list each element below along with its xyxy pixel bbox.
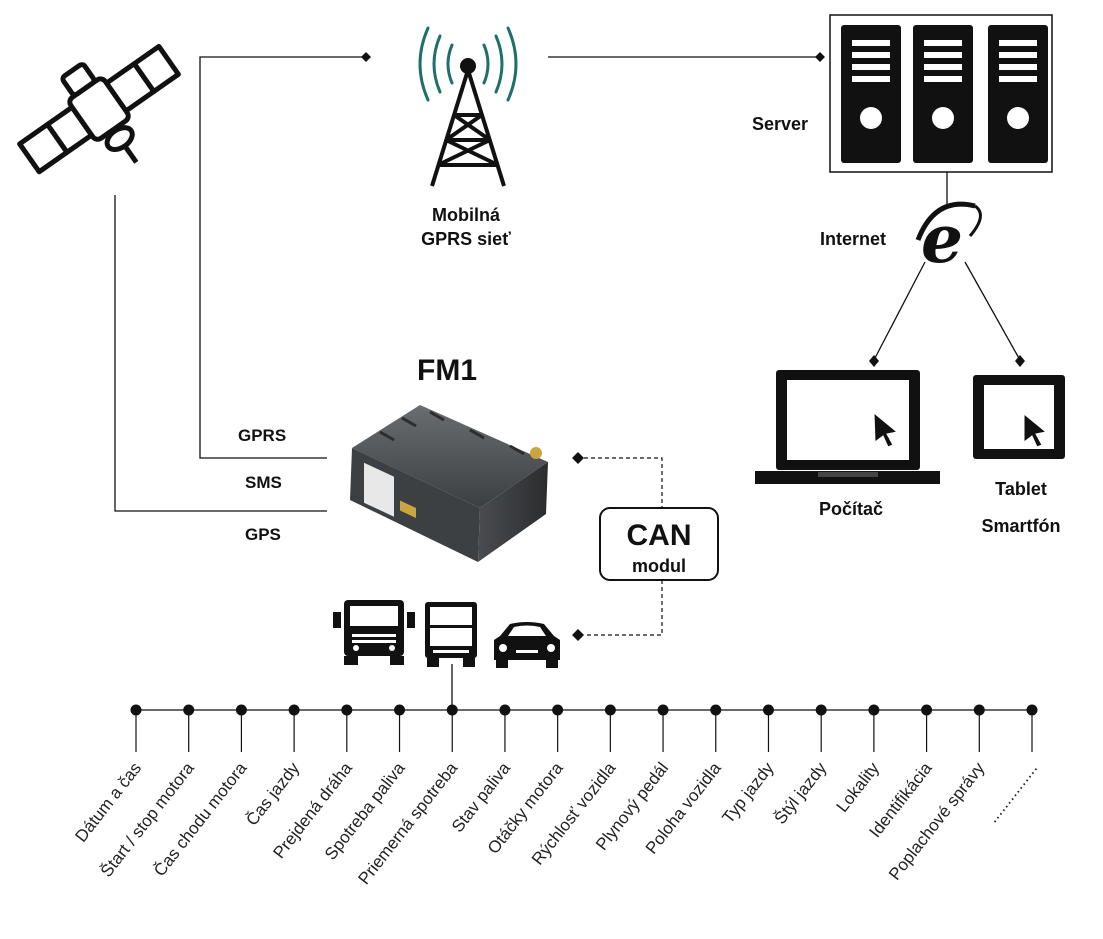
- bus-node: [499, 704, 511, 716]
- tablet-icon: [973, 375, 1065, 459]
- gprs-line: [199, 56, 366, 459]
- bus-node: [341, 704, 353, 716]
- svg-text:e: e: [921, 200, 963, 278]
- bus-node: [815, 704, 827, 716]
- bus-node: [183, 704, 195, 716]
- cursor-icon: [873, 411, 899, 448]
- bus-node: [235, 704, 247, 716]
- bus-item-label: Priemerná spotreba: [354, 758, 461, 888]
- bus-node: [868, 704, 880, 716]
- antenna-tower-icon: [418, 26, 518, 187]
- link-sms-label: SMS: [245, 473, 282, 492]
- bus-node: [710, 704, 722, 716]
- bus-node: [446, 704, 458, 716]
- bus-item-label: Štýl jazdy: [771, 758, 831, 827]
- tablet-label: Tablet: [995, 479, 1047, 499]
- connection-lines: [114, 56, 1032, 711]
- can-sublabel: modul: [632, 556, 686, 576]
- cursor-icon: [1023, 412, 1048, 448]
- server-rack-icon: [829, 14, 1053, 173]
- internet-tablet-line: [964, 261, 1021, 361]
- bus-node: [921, 704, 933, 716]
- bus-node: [973, 704, 985, 716]
- satellite-icon: [17, 43, 181, 175]
- bus-node: [1026, 704, 1038, 716]
- gps-line: [114, 195, 327, 512]
- bus-node: [130, 704, 142, 716]
- network-label-line2: GPRS sieť: [421, 229, 511, 249]
- bus-item-label: Lokality: [833, 758, 884, 816]
- bus-item-label: Poplachové správy: [885, 758, 989, 883]
- device-title: FM1: [417, 354, 477, 387]
- internet-explorer-icon: e: [915, 200, 982, 278]
- internet-label: Internet: [820, 229, 886, 249]
- bus-node: [288, 704, 300, 716]
- bus-item-label: Čas chodu motora: [150, 758, 251, 880]
- link-gprs-label: GPRS: [238, 426, 286, 445]
- link-gps-label: GPS: [245, 525, 281, 544]
- can-module-box: CAN modul: [599, 507, 719, 581]
- can-label: CAN: [627, 519, 692, 552]
- van-front-icon: [425, 602, 477, 667]
- bus-node: [394, 704, 406, 716]
- car-front-icon: [494, 622, 560, 668]
- bus-node: [604, 704, 616, 716]
- smartphone-label: Smartfón: [981, 516, 1060, 536]
- bus-item-label: Typ jazdy: [718, 758, 777, 827]
- internet-laptop-line: [873, 261, 926, 361]
- bus-item-label: Štart / stop motora: [97, 758, 198, 880]
- connector-diamonds: [361, 52, 1025, 641]
- laptop-icon: [755, 370, 940, 484]
- network-label-line1: Mobilná: [432, 205, 501, 225]
- tracker-device-icon: [350, 405, 548, 562]
- truck-front-icon: [333, 600, 415, 665]
- bus-node: [552, 704, 564, 716]
- server-label: Server: [752, 114, 808, 134]
- bus-node: [657, 704, 669, 716]
- bus-item-label: ...............: [983, 759, 1042, 827]
- can-dashed-lines: [584, 457, 663, 636]
- bus-node: [762, 704, 774, 716]
- computer-label: Počítač: [819, 499, 883, 519]
